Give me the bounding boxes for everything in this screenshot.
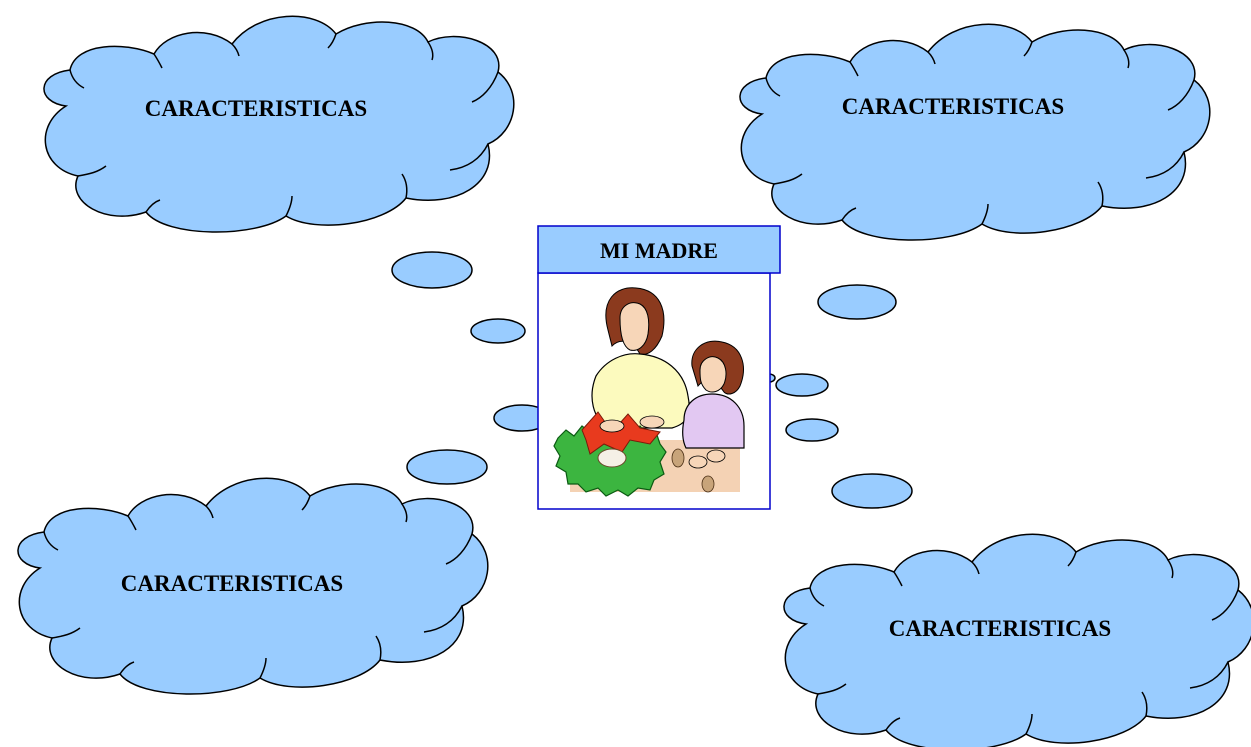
center-node: MI MADRE [537, 225, 781, 510]
pine-cone [597, 448, 627, 468]
thought-bubble [785, 418, 839, 442]
daughter-hand [688, 455, 708, 469]
daughter-hand [706, 449, 726, 463]
daughter-body [682, 393, 745, 449]
thought-bubble [817, 284, 897, 320]
center-title-box [537, 225, 781, 274]
cloud-label: CARACTERISTICAS [889, 616, 1111, 641]
cloud-label: CARACTERISTICAS [121, 571, 343, 596]
cloud-shape [17, 477, 489, 695]
mother-hand [599, 419, 625, 433]
cloud-top-right: CARACTERISTICAS [739, 23, 1211, 241]
mother-face [619, 302, 650, 351]
pine-cone-small [671, 448, 685, 468]
mother-hand [639, 415, 665, 429]
thought-bubble [775, 373, 829, 397]
cloud-label: CARACTERISTICAS [842, 94, 1064, 119]
daughter-face [699, 356, 727, 393]
thought-bubble [470, 318, 526, 344]
cloud-shape [783, 533, 1251, 747]
thought-bubbles [391, 251, 913, 509]
mother-daughter-clipart [553, 287, 745, 497]
pine-cone-small [701, 475, 715, 493]
cloud-label: CARACTERISTICAS [145, 96, 367, 121]
cloud-top-left: CARACTERISTICAS [43, 15, 515, 233]
cloud-shape [43, 15, 515, 233]
cloud-shape [739, 23, 1211, 241]
center-title: MI MADRE [600, 238, 718, 263]
thought-bubble [831, 473, 913, 509]
cloud-bottom-right: CARACTERISTICAS [783, 533, 1251, 747]
cloud-bottom-left: CARACTERISTICAS [17, 477, 489, 695]
thought-bubble [406, 449, 488, 485]
thought-bubble [391, 251, 473, 289]
